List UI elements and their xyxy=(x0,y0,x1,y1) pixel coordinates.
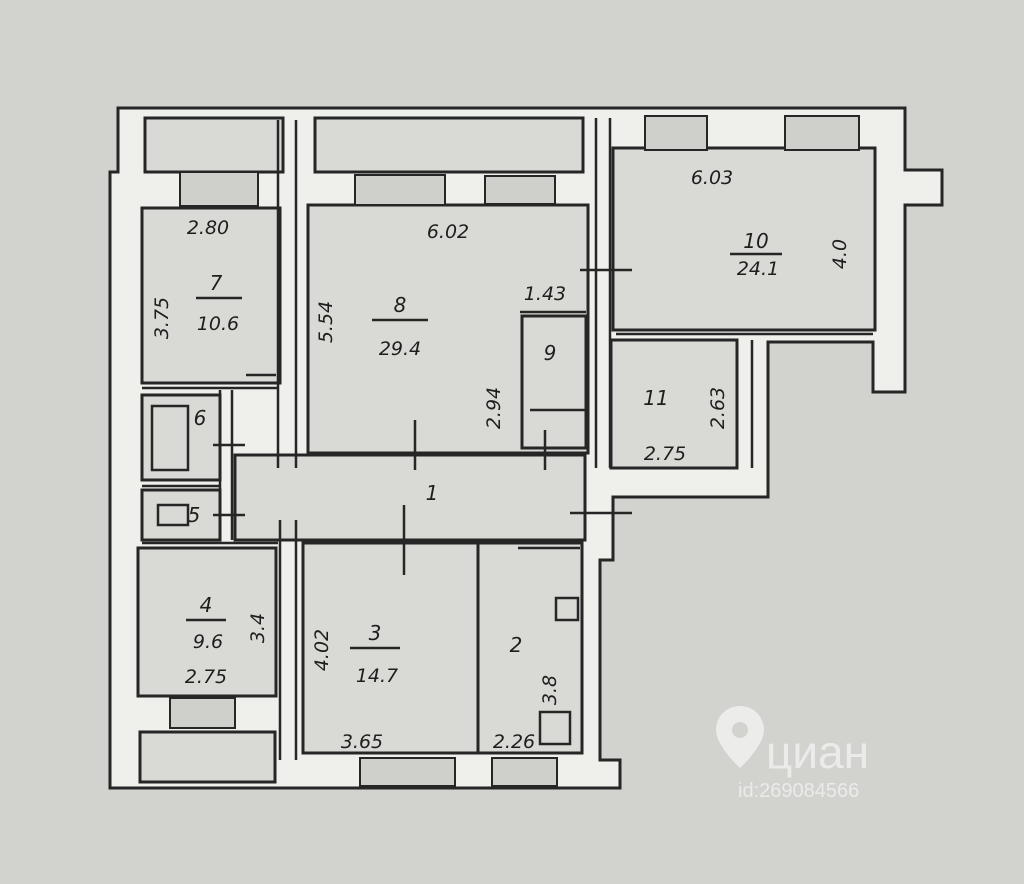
room-7 xyxy=(140,206,282,385)
room-4-area: 9.6 xyxy=(193,631,223,653)
room-labels: 7 10.6 8 29.4 9 10 24.1 11 6 5 1 4 9.6 3… xyxy=(186,229,782,687)
sink xyxy=(554,596,580,622)
watermark: циан id:269084566 xyxy=(716,706,869,802)
dim-room8-width: 6.02 xyxy=(427,221,469,243)
room-2 xyxy=(476,541,584,755)
room-6 xyxy=(140,393,222,482)
room-10-number: 10 xyxy=(743,229,768,253)
window xyxy=(169,697,236,729)
room-9-number: 9 xyxy=(544,341,557,365)
location-pin-icon xyxy=(716,706,764,768)
windows xyxy=(169,115,860,787)
watermark-listing-id: id:269084566 xyxy=(738,780,859,802)
window xyxy=(179,171,259,207)
room-11 xyxy=(609,338,739,470)
room-11-number: 11 xyxy=(643,386,668,410)
dim-room9-depth: 2.94 xyxy=(483,387,505,429)
room-1 xyxy=(233,453,587,542)
dim-room3-depth: 4.02 xyxy=(311,629,333,671)
dimension-labels: 2.80 3.75 6.02 5.54 1.43 2.94 6.03 4.0 2… xyxy=(151,167,851,753)
room-1-number: 1 xyxy=(426,481,439,505)
dim-room4-width: 2.75 xyxy=(185,666,227,688)
room-4-number: 4 xyxy=(200,593,213,617)
dim-room10-width: 6.03 xyxy=(691,167,733,189)
dim-room11-depth: 2.63 xyxy=(707,387,729,429)
dim-room2-width: 2.26 xyxy=(493,731,535,753)
room-3-number: 3 xyxy=(369,621,382,645)
room-7-number: 7 xyxy=(210,271,223,295)
window xyxy=(644,115,708,151)
dim-room3-width: 3.65 xyxy=(341,731,383,753)
bathtub xyxy=(150,404,190,472)
room-5 xyxy=(140,488,222,542)
room-2-number: 2 xyxy=(510,633,523,657)
room-8-area: 29.4 xyxy=(379,338,421,360)
partitions xyxy=(142,118,873,760)
dim-room2-depth: 3.8 xyxy=(539,675,561,705)
room-7-area: 10.6 xyxy=(197,313,239,335)
window xyxy=(359,757,456,787)
room-5-number: 5 xyxy=(188,503,201,527)
room-3-area: 14.7 xyxy=(356,665,398,687)
dim-room4-depth: 3.4 xyxy=(247,613,269,643)
room-4 xyxy=(136,546,278,698)
toilet xyxy=(156,503,190,527)
watermark-brand: циан xyxy=(766,726,869,778)
rooms xyxy=(136,146,877,755)
window xyxy=(784,115,860,151)
room-9 xyxy=(520,314,588,450)
stove xyxy=(538,710,572,746)
window xyxy=(491,757,558,787)
room-10 xyxy=(611,146,877,332)
fixtures xyxy=(150,404,580,746)
room-10-area: 24.1 xyxy=(737,258,779,280)
dim-room11-width: 2.75 xyxy=(644,443,686,465)
room-8-number: 8 xyxy=(394,293,407,317)
dim-room9-width: 1.43 xyxy=(524,283,566,305)
balconies xyxy=(138,116,585,784)
room-6-number: 6 xyxy=(194,406,207,430)
dim-room7-width: 2.80 xyxy=(187,217,229,239)
window xyxy=(484,175,556,205)
dim-room8-depth: 5.54 xyxy=(315,301,337,343)
window xyxy=(354,174,446,206)
dim-room10-depth: 4.0 xyxy=(829,239,851,269)
dim-room7-depth: 3.75 xyxy=(151,297,173,339)
